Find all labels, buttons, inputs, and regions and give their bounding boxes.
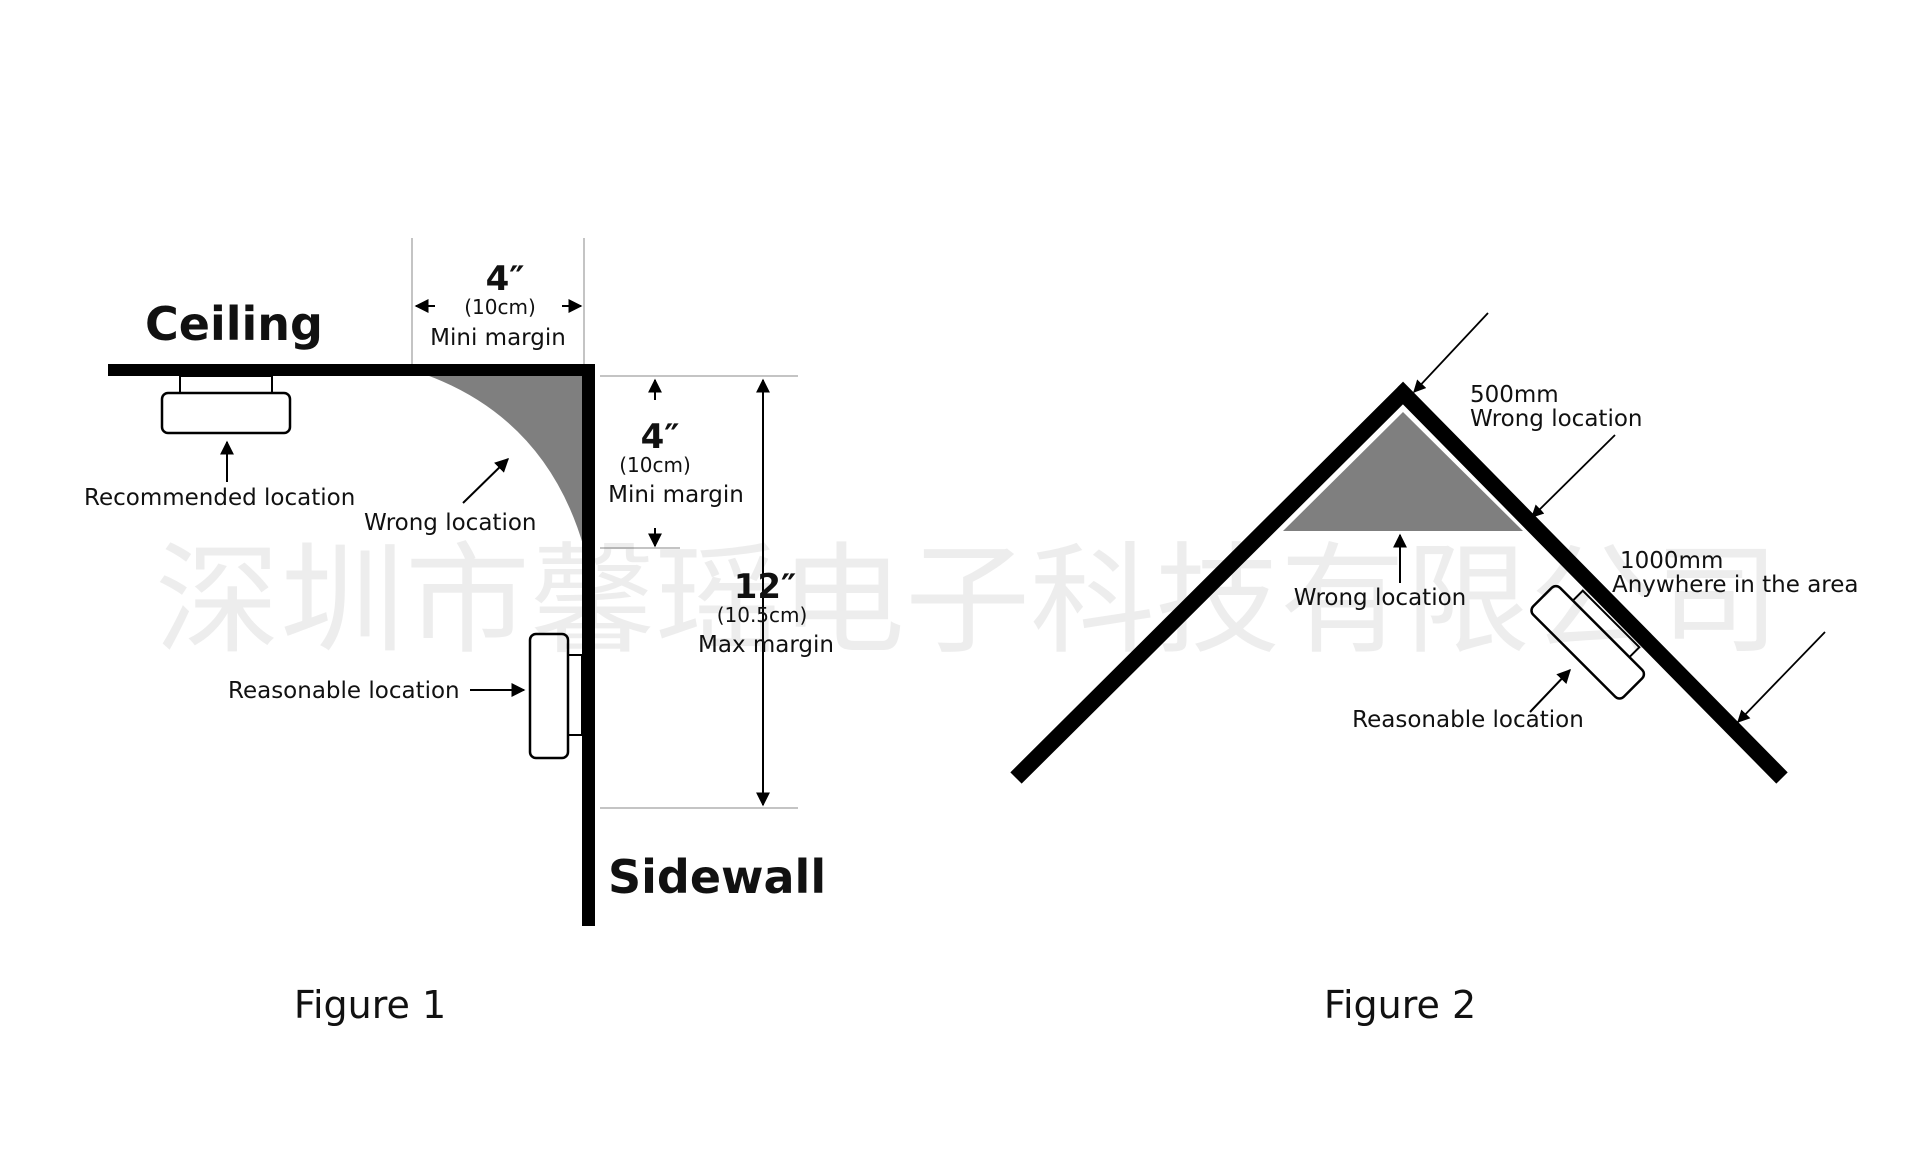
figure-1-caption: Figure 1 — [294, 983, 446, 1027]
distance-500mm: 500mm — [1470, 382, 1559, 408]
wrong-arrow — [462, 458, 510, 504]
distance-1000mm: 1000mm — [1620, 548, 1723, 574]
slope-detector-body — [1530, 584, 1646, 700]
ceiling-label: Ceiling — [145, 297, 323, 351]
top-margin-value: 4″ — [486, 259, 525, 299]
wrong-zone-shade — [412, 370, 584, 548]
1000mm-arrow-lower — [1737, 631, 1826, 723]
reasonable-label-fig2: Reasonable location — [1352, 707, 1584, 733]
figure-1: Ceiling Sidewall 4″ (10cm) Mini margin 4… — [84, 238, 834, 1027]
sidewall-label: Sidewall — [608, 850, 826, 904]
max-margin-caption: Max margin — [698, 632, 834, 658]
side-margin-metric: (10cm) — [619, 453, 691, 477]
max-margin-metric: (10.5cm) — [717, 603, 808, 627]
top-margin-metric: (10cm) — [464, 295, 536, 319]
wrong-label-fig2: Wrong location — [1294, 585, 1466, 611]
slope-detector — [1530, 584, 1646, 700]
ceiling-detector-base — [179, 375, 273, 395]
max-margin-value: 12″ — [734, 567, 797, 607]
side-margin-value: 4″ — [641, 417, 680, 457]
wall-detector — [528, 632, 570, 760]
ceiling-line — [108, 364, 592, 376]
anywhere-label: Anywhere in the area — [1612, 572, 1859, 598]
peak-arrow — [1413, 312, 1489, 393]
side-margin-caption: Mini margin — [608, 482, 744, 508]
wrong-label-top: Wrong location — [1470, 406, 1642, 432]
peak-wrong-zone-shade — [1283, 412, 1523, 531]
figure-2: 500mm Wrong location 1000mm Anywhere in … — [1010, 312, 1859, 1027]
figure-2-caption: Figure 2 — [1324, 983, 1476, 1027]
top-margin-caption: Mini margin — [430, 325, 566, 351]
500mm-arrow — [1531, 434, 1616, 518]
reasonable-label-fig1: Reasonable location — [228, 678, 460, 704]
wrong-label-fig1: Wrong location — [364, 510, 536, 536]
roof-line — [1010, 381, 1788, 784]
sidewall-line — [582, 364, 595, 926]
watermark: 深圳市馨瑶电子科技有限公司 — [155, 532, 1780, 671]
ceiling-detector — [160, 391, 292, 435]
recommended-label: Recommended location — [84, 485, 355, 511]
reasonable-arrow-fig2 — [1529, 668, 1571, 713]
